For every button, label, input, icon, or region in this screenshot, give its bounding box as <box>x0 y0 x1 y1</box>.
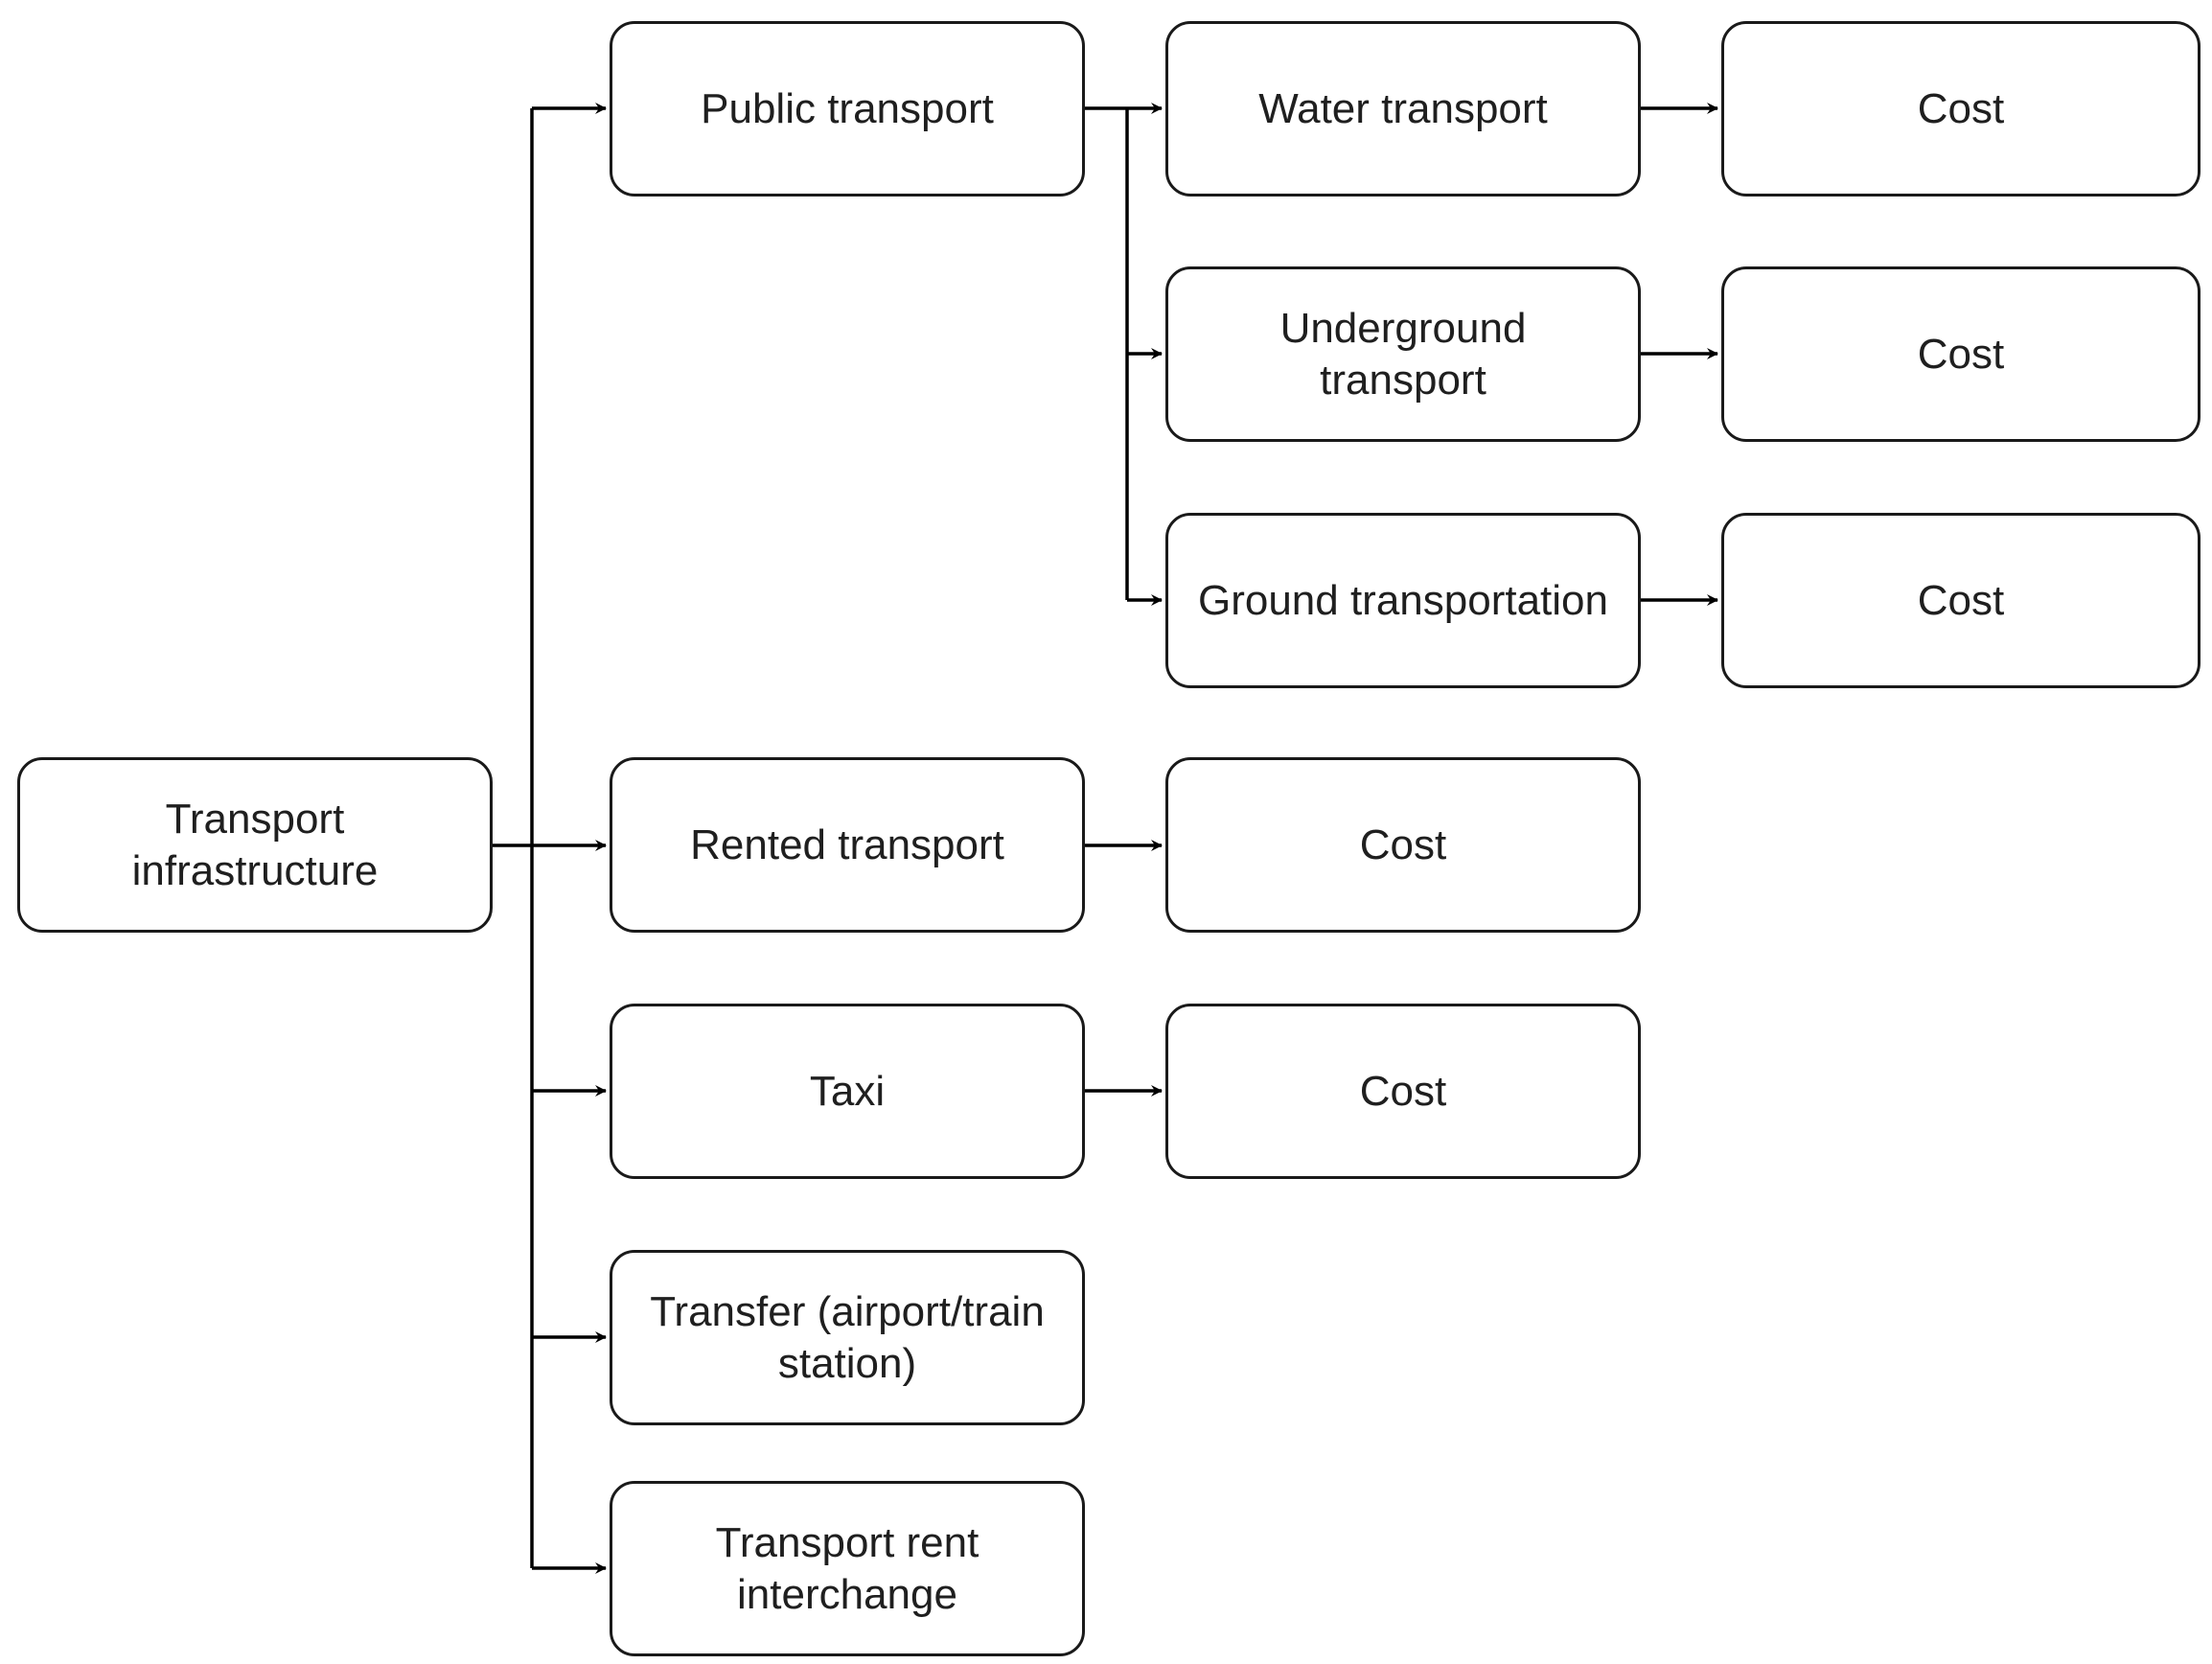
node-label: Transport infrastructure <box>131 795 379 894</box>
node-cost-rented: Cost <box>1165 757 1641 933</box>
node-cost-water: Cost <box>1721 21 2200 196</box>
node-label: Cost <box>1359 1067 1447 1115</box>
node-label: Rented transport <box>690 820 1004 868</box>
node-label: Cost <box>1917 576 2005 624</box>
node-label: Transport rent interchange <box>715 1518 979 1618</box>
node-label: Transfer (airport/train station) <box>650 1287 1045 1387</box>
node-rented-transport: Rented transport <box>610 757 1085 933</box>
node-label: Water transport <box>1258 84 1548 132</box>
node-underground-transport: Underground transport <box>1165 266 1641 442</box>
node-label: Cost <box>1917 84 2005 132</box>
node-ground-transportation: Ground transportation <box>1165 513 1641 688</box>
node-cost-taxi: Cost <box>1165 1004 1641 1179</box>
node-label: Cost <box>1917 330 2005 378</box>
node-transport-infrastructure: Transport infrastructure <box>17 757 493 933</box>
node-cost-ground: Cost <box>1721 513 2200 688</box>
node-cost-underground: Cost <box>1721 266 2200 442</box>
node-transport-rent-interchange: Transport rent interchange <box>610 1481 1085 1656</box>
node-public-transport: Public transport <box>610 21 1085 196</box>
node-label: Public transport <box>701 84 994 132</box>
node-label: Ground transportation <box>1197 576 1609 624</box>
node-label: Underground transport <box>1279 304 1527 404</box>
node-taxi: Taxi <box>610 1004 1085 1179</box>
node-transfer: Transfer (airport/train station) <box>610 1250 1085 1425</box>
node-water-transport: Water transport <box>1165 21 1641 196</box>
node-label: Taxi <box>809 1067 886 1115</box>
node-label: Cost <box>1359 820 1447 868</box>
